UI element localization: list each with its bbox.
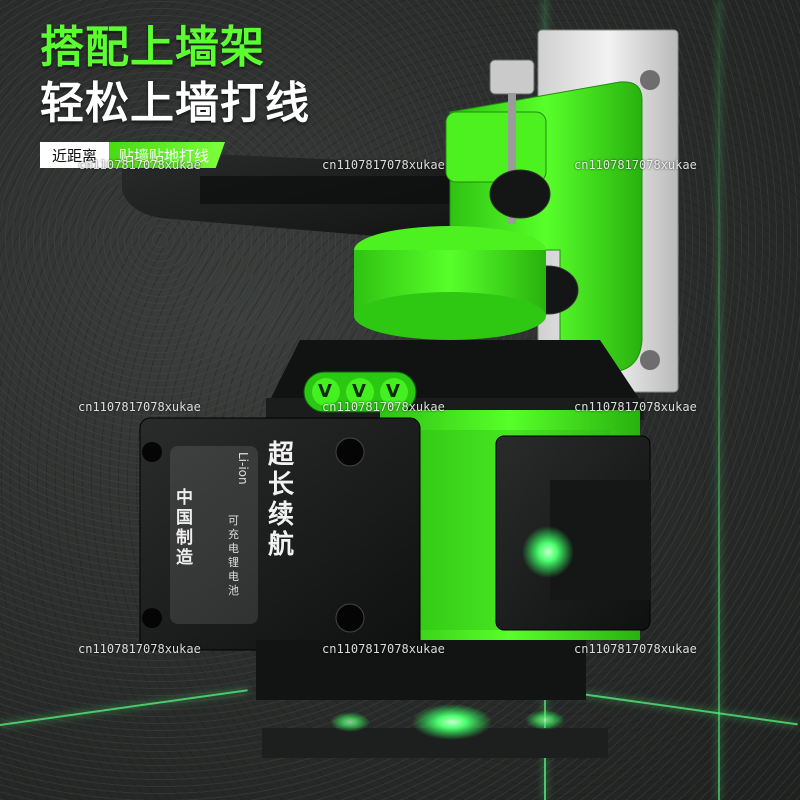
- battery-chem-label: Li-ion: [236, 452, 250, 485]
- battery-brand-label: 超长续航: [268, 440, 295, 560]
- button-v-2: V: [352, 381, 366, 402]
- watermark: cn1107817078xukae: [574, 400, 697, 414]
- watermark: cn1107817078xukae: [574, 642, 697, 656]
- watermark: cn1107817078xukae: [78, 642, 201, 656]
- watermark: cn1107817078xukae: [322, 642, 445, 656]
- tag-wall-floor: 贴墙贴地打线: [109, 142, 226, 168]
- battery-origin-label: 中国制造: [176, 488, 193, 568]
- button-v-3: V: [386, 381, 400, 402]
- watermark: cn1107817078xukae: [574, 158, 697, 172]
- battery-sub-label: 可充电锂电池: [228, 514, 239, 597]
- headline-line-2: 轻松上墙打线: [40, 78, 310, 129]
- tag-close-range: 近距离: [40, 142, 110, 168]
- headline-line-1: 搭配上墙架: [40, 22, 265, 73]
- watermark: cn1107817078xukae: [78, 158, 201, 172]
- watermark: cn1107817078xukae: [322, 158, 445, 172]
- rotating-base: [354, 292, 546, 340]
- base-plate: [262, 728, 608, 758]
- watermark: cn1107817078xukae: [78, 400, 201, 414]
- top-knob: [489, 59, 535, 95]
- button-v-1: V: [318, 381, 332, 402]
- laser-line-vertical-right: [718, 0, 720, 800]
- watermark: cn1107817078xukae: [322, 400, 445, 414]
- feature-tags: 近距离 贴墙贴地打线: [40, 142, 226, 168]
